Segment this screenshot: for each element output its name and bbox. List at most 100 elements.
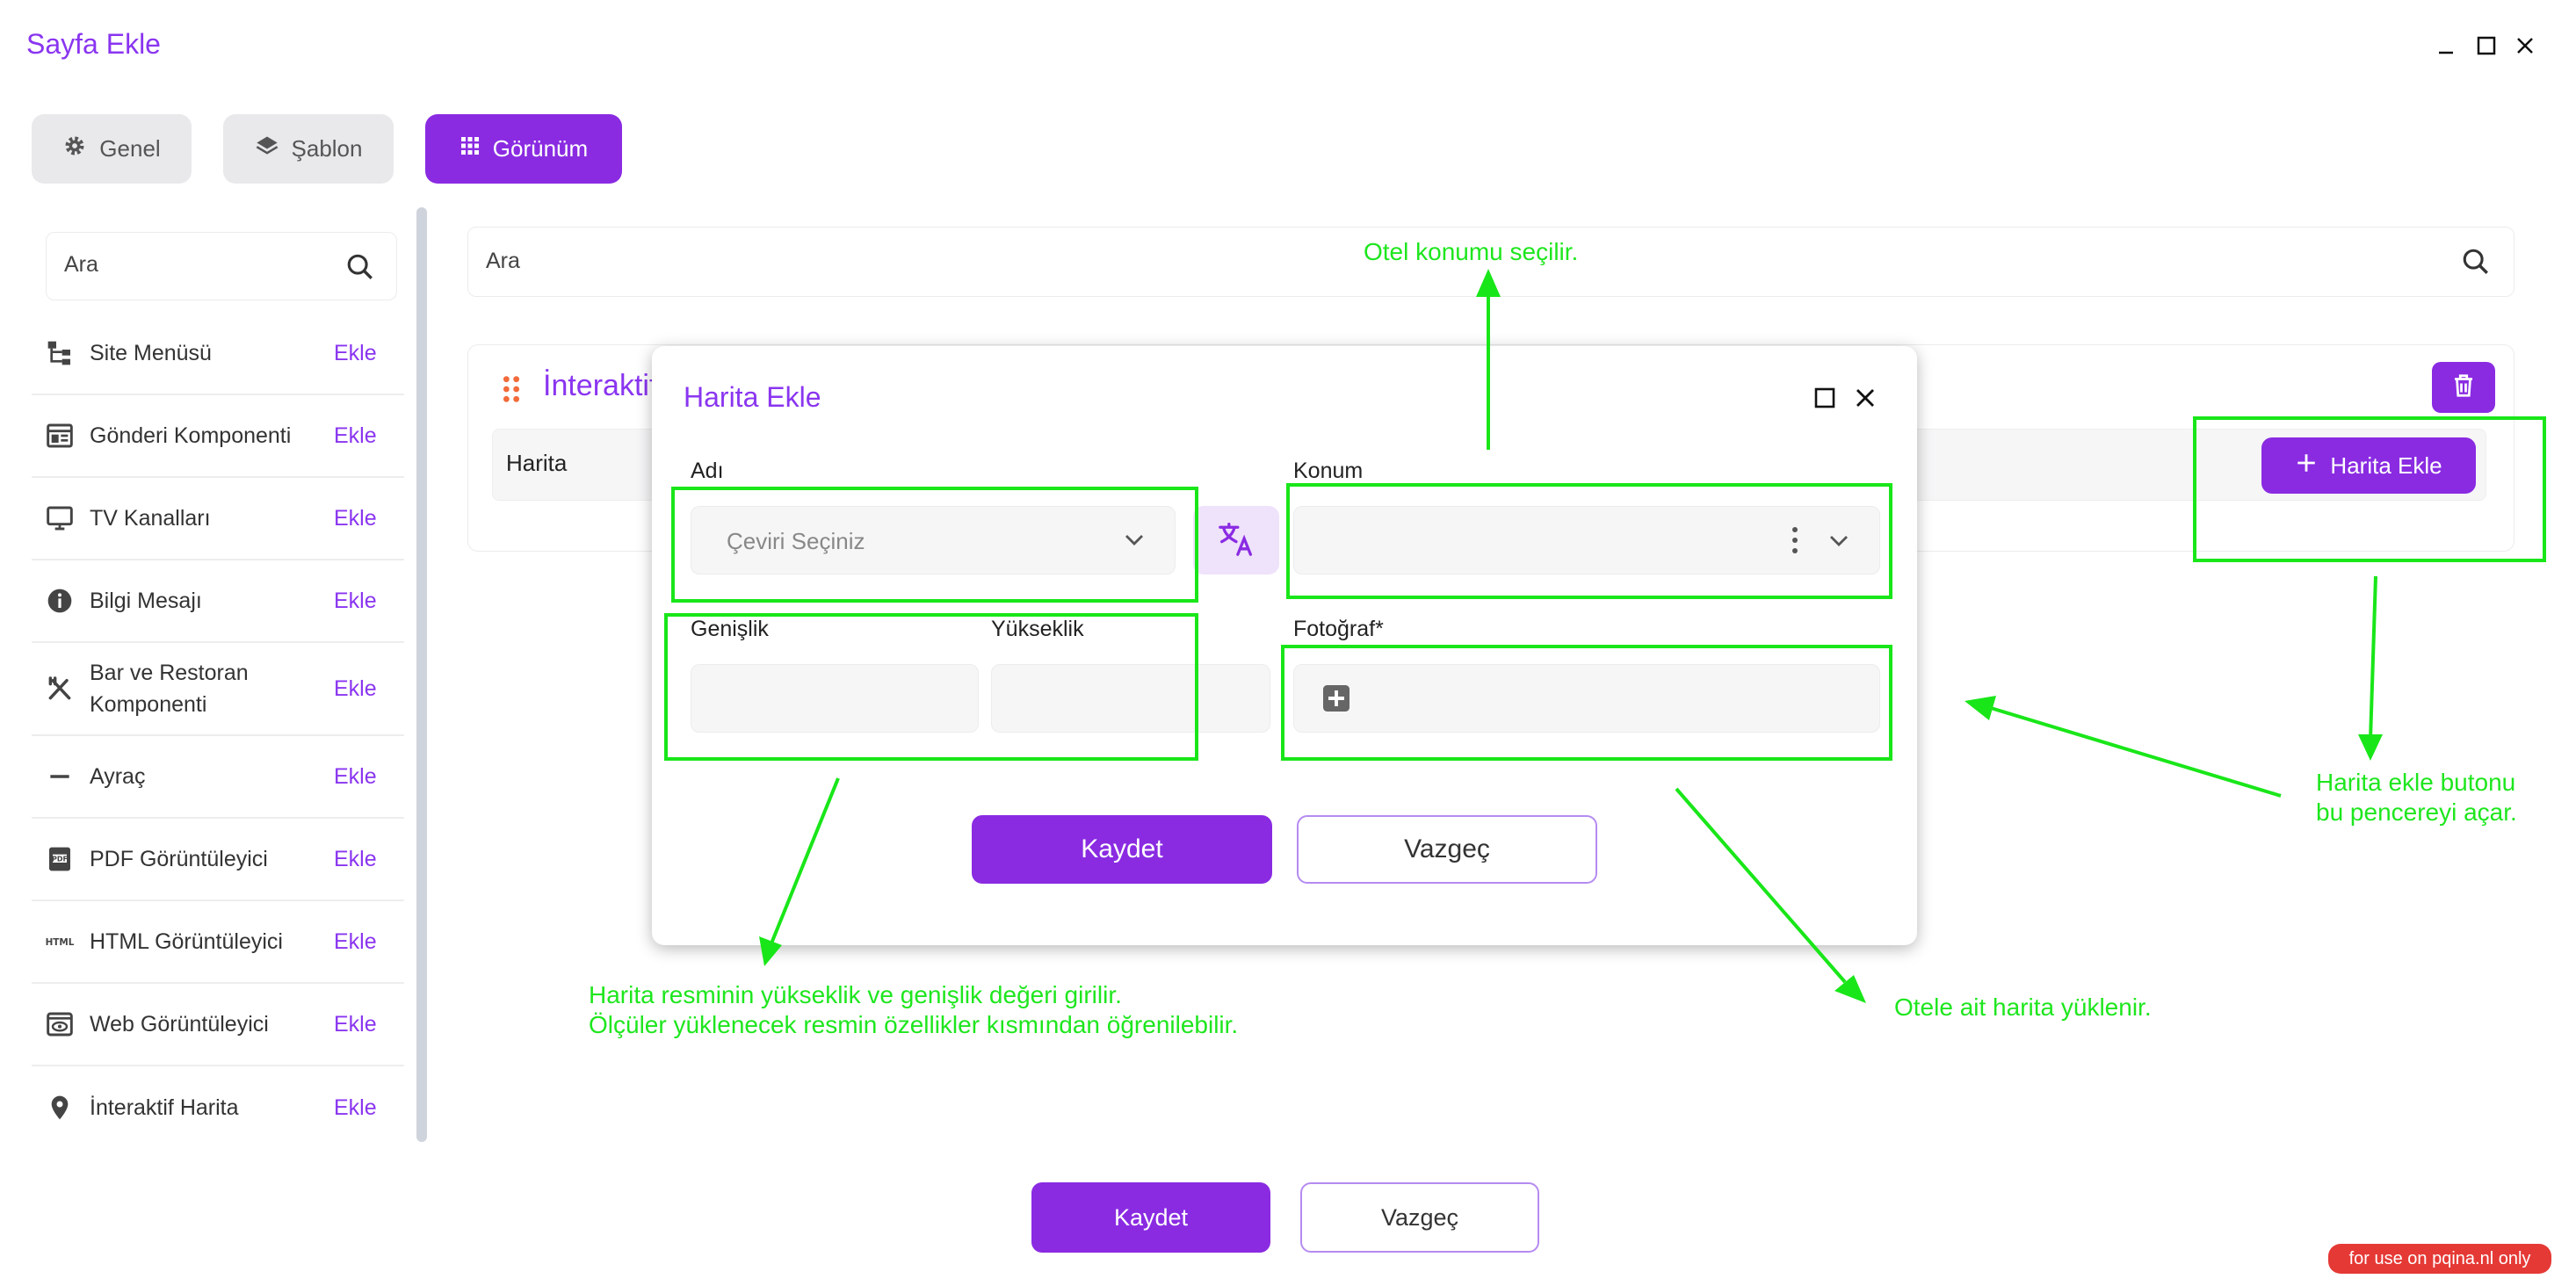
sidebar-add-link[interactable]: Ekle — [334, 846, 377, 871]
annotation-size-note-2: Ölçüler yüklenecek resmin özellikler kıs… — [589, 1011, 1239, 1038]
save-button[interactable]: Kaydet — [1031, 1182, 1270, 1253]
modal-cancel-button[interactable]: Vazgeç — [1297, 815, 1597, 884]
annotation-box-location — [1286, 483, 1892, 599]
sidebar-add-link[interactable]: Ekle — [334, 676, 377, 701]
sidebar-item-web-goruntuleyici: Web Görüntüleyici Ekle — [32, 984, 404, 1066]
minimize-icon[interactable] — [2434, 33, 2458, 58]
photo-label: Fotoğraf* — [1293, 617, 1384, 641]
add-map-label: Harita Ekle — [2330, 452, 2442, 479]
sidebar-add-link[interactable]: Ekle — [334, 423, 377, 448]
annotation-size-note-1: Harita resminin yükseklik ve genişlik de… — [589, 981, 1122, 1008]
sidebar-item-pdf-goruntuleyici: PDF PDF Görüntüleyici Ekle — [32, 819, 404, 901]
sidebar-item-site-menusu: Site Menüsü Ekle — [32, 313, 404, 395]
grid-icon — [459, 135, 481, 163]
plus-icon — [2295, 452, 2318, 480]
tab-sablon[interactable]: Şablon — [223, 114, 394, 184]
annotation-box-add-button — [2193, 416, 2546, 562]
cancel-button[interactable]: Vazgeç — [1300, 1182, 1539, 1253]
add-map-button[interactable]: Harita Ekle — [2261, 437, 2476, 494]
annotation-location-note: Otel konumu seçilir. — [1364, 238, 1579, 265]
more-vertical-icon[interactable] — [1791, 526, 1798, 559]
translate-button[interactable] — [1193, 506, 1279, 574]
sidebar-add-link[interactable]: Ekle — [334, 340, 377, 365]
location-label: Konum — [1293, 459, 1364, 483]
width-input[interactable] — [691, 664, 979, 733]
maximize-icon[interactable] — [2474, 33, 2499, 58]
tab-label: Şablon — [291, 135, 363, 162]
search-icon — [345, 252, 375, 286]
window-title: Sayfa Ekle — [26, 28, 161, 60]
modal-save-button[interactable]: Kaydet — [972, 815, 1272, 884]
layers-icon — [255, 134, 279, 164]
annotation-photo-note: Otele ait harita yüklenir. — [1894, 993, 2152, 1021]
sidebar-scrollbar[interactable] — [416, 207, 427, 1142]
tab-label: Genel — [99, 135, 161, 162]
sidebar-add-link[interactable]: Ekle — [334, 928, 377, 954]
sidebar-item-label: Ayraç — [90, 763, 146, 789]
tab-gorunum[interactable]: Görünüm — [425, 114, 622, 184]
annotation-box-photo — [1281, 645, 1892, 761]
photo-upload[interactable] — [1293, 664, 1880, 733]
translate-icon — [1217, 521, 1255, 560]
annotation-box-size — [664, 613, 1198, 761]
sidebar-add-link[interactable]: Ekle — [334, 763, 377, 789]
sidebar-add-link[interactable]: Ekle — [334, 588, 377, 613]
plus-square-icon[interactable] — [1321, 683, 1352, 719]
gear-icon — [62, 134, 87, 164]
chevron-down-icon — [1828, 534, 1849, 553]
height-label: Yükseklik — [991, 617, 1084, 641]
sidebar-item-tv-kanallari: TV Kanalları Ekle — [32, 478, 404, 560]
sidebar-add-link[interactable]: Ekle — [334, 1011, 377, 1037]
height-input[interactable] — [991, 664, 1270, 733]
pdf-icon: PDF — [44, 843, 76, 875]
sidebar-item-label: PDF Görüntüleyici — [90, 846, 268, 871]
search-icon — [2461, 247, 2491, 281]
sidebar-item-label: Web Görüntüleyici — [90, 1011, 269, 1037]
sidebar-item-interaktif-harita: İnteraktif Harita Ekle — [32, 1066, 404, 1149]
tab-genel[interactable]: Genel — [32, 114, 192, 184]
drag-handle-icon[interactable] — [501, 374, 522, 408]
tab-label: Görünüm — [492, 135, 589, 162]
chevron-down-icon — [1124, 533, 1145, 552]
svg-text:HTML: HTML — [46, 937, 75, 948]
post-icon — [44, 420, 76, 452]
sidebar-item-ayrac: Ayraç Ekle — [32, 736, 404, 819]
sidebar-item-gonderi-komponenti: Gönderi Komponenti Ekle — [32, 395, 404, 478]
sidebar-add-link[interactable]: Ekle — [334, 505, 377, 531]
map-row-label: Harita — [506, 450, 568, 476]
sidebar-add-link[interactable]: Ekle — [334, 1095, 377, 1120]
sidebar-item-label: Bilgi Mesajı — [90, 588, 202, 613]
annotation-button-note-2: bu pencereyi açar. — [2316, 798, 2517, 826]
sidebar-item-label: İnteraktif Harita — [90, 1095, 239, 1120]
sidebar-search-input[interactable]: Ara — [46, 232, 397, 300]
close-icon[interactable] — [2513, 33, 2537, 58]
divider-icon — [44, 761, 76, 792]
modal-close-icon[interactable] — [1854, 387, 1877, 414]
modal-maximize-icon[interactable] — [1813, 387, 1836, 414]
sidebar-item-label: Site Menüsü — [90, 340, 212, 365]
search-placeholder: Ara — [64, 252, 98, 277]
web-viewer-icon — [44, 1008, 76, 1040]
sidebar-item-bilgi-mesaji: Bilgi Mesajı Ekle — [32, 560, 404, 643]
annotation-button-note-1: Harita ekle butonu — [2316, 769, 2516, 796]
name-label: Adı — [691, 459, 724, 483]
sidebar-item-label: Gönderi Komponenti — [90, 423, 292, 448]
annotation-box-name — [671, 487, 1198, 603]
trash-icon — [2450, 371, 2477, 405]
location-select[interactable] — [1293, 506, 1880, 574]
name-select[interactable]: Çeviri Seçiniz — [691, 506, 1176, 574]
tv-icon — [44, 502, 76, 534]
modal-title: Harita Ekle — [684, 381, 821, 413]
width-label: Genişlik — [691, 617, 769, 641]
sitemap-icon — [44, 337, 76, 369]
sidebar-item-bar-restoran: Bar ve Restoran Komponenti Ekle — [32, 643, 404, 736]
html-icon: HTML — [44, 926, 76, 957]
map-pin-icon — [44, 1092, 76, 1123]
sidebar-item-html-goruntuleyici: HTML HTML Görüntüleyici Ekle — [32, 901, 404, 984]
delete-button[interactable] — [2432, 362, 2495, 413]
watermark-badge: for use on pqina.nl only — [2328, 1244, 2551, 1274]
utensils-icon — [44, 673, 76, 704]
info-icon — [44, 585, 76, 617]
sidebar-item-label: Bar ve Restoran Komponenti — [90, 660, 249, 717]
